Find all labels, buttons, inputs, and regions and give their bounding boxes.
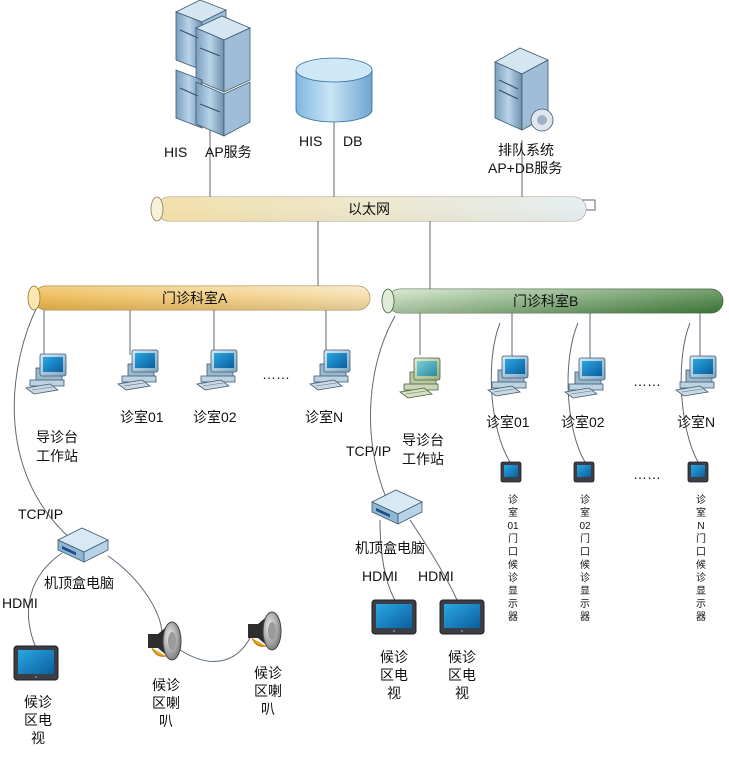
stb-b-label: 机顶盒电脑 xyxy=(355,540,425,556)
guide-desk-a-line1: 导诊台 xyxy=(36,429,78,445)
speaker-1-icon xyxy=(147,621,182,661)
dept-a-bus xyxy=(27,285,371,311)
guide-desk-pc-a-icon xyxy=(25,353,67,395)
queue-system-label: 排队系统 xyxy=(498,142,554,158)
db-his-label: HIS xyxy=(299,133,323,149)
waiting-tv-a-label: 候诊区电视 xyxy=(24,694,52,746)
room01-pc-a-icon xyxy=(117,349,159,391)
room01-b-label: 诊室01 xyxy=(486,414,530,430)
waiting-tv-b1-icon xyxy=(371,599,417,635)
dept-b-bus xyxy=(381,288,724,314)
door-display-02-label: 诊室02门口候诊显示器 xyxy=(579,495,591,623)
tcpip-a-label: TCP/IP xyxy=(18,506,64,522)
door-display-01-label: 诊室01门口候诊显示器 xyxy=(507,495,519,623)
roomN-a-label: 诊室N xyxy=(305,409,344,425)
guide-desk-b-line2: 工作站 xyxy=(402,451,444,467)
set-top-box-a-icon xyxy=(57,527,109,563)
stb-a-label: 机顶盒电脑 xyxy=(44,575,114,591)
waiting-tv-b1-label: 候诊区电视 xyxy=(380,649,408,701)
speaker-2-icon xyxy=(247,611,282,651)
ellipsis-b2: …… xyxy=(633,466,661,482)
dept-b-label: 门诊科室B xyxy=(513,293,579,309)
room02-b-label: 诊室02 xyxy=(561,414,605,430)
hdmi-b2-label: HDMI xyxy=(418,568,454,584)
room02-a-label: 诊室02 xyxy=(193,409,237,425)
guide-desk-b-line1: 导诊台 xyxy=(402,432,444,448)
ellipsis-a: …… xyxy=(262,366,290,382)
tcpip-b-label: TCP/IP xyxy=(346,443,392,459)
speaker-1-label: 候诊区喇叭 xyxy=(152,677,180,729)
door-display-N-icon xyxy=(687,461,709,483)
ellipsis-b1: …… xyxy=(633,373,661,389)
set-top-box-b-icon xyxy=(371,489,423,525)
room02-pc-b-icon xyxy=(564,357,606,399)
door-display-01-icon xyxy=(500,461,522,483)
guide-desk-a-line2: 工作站 xyxy=(36,448,78,464)
db-label: DB xyxy=(343,133,363,149)
roomN-pc-a-icon xyxy=(309,349,351,391)
his-ap-server-icon xyxy=(175,0,251,137)
waiting-tv-b2-label: 候诊区电视 xyxy=(448,649,476,701)
queue-service-label: AP+DB服务 xyxy=(488,160,563,176)
room01-a-label: 诊室01 xyxy=(120,409,164,425)
waiting-tv-a-icon xyxy=(13,645,59,681)
dept-a-label: 门诊科室A xyxy=(162,290,228,306)
queue-server-icon xyxy=(494,47,554,132)
waiting-tv-b2-icon xyxy=(439,599,485,635)
room01-pc-b-icon xyxy=(487,355,529,397)
ap-service-label: AP服务 xyxy=(205,144,252,160)
room02-pc-a-icon xyxy=(196,349,238,391)
guide-desk-pc-b-icon xyxy=(399,357,441,399)
ethernet-label: 以太网 xyxy=(348,201,390,217)
hdmi-a-label: HDMI xyxy=(2,595,38,611)
door-display-N-label: 诊室N门口候诊显示器 xyxy=(696,495,706,623)
database-icon xyxy=(295,57,373,123)
his-label: HIS xyxy=(164,144,188,160)
ethernet-bus xyxy=(150,196,587,222)
speaker-2-label: 候诊区喇叭 xyxy=(254,665,282,717)
door-display-02-icon xyxy=(573,461,595,483)
hdmi-b1-label: HDMI xyxy=(362,568,398,584)
roomN-b-label: 诊室N xyxy=(677,414,716,430)
